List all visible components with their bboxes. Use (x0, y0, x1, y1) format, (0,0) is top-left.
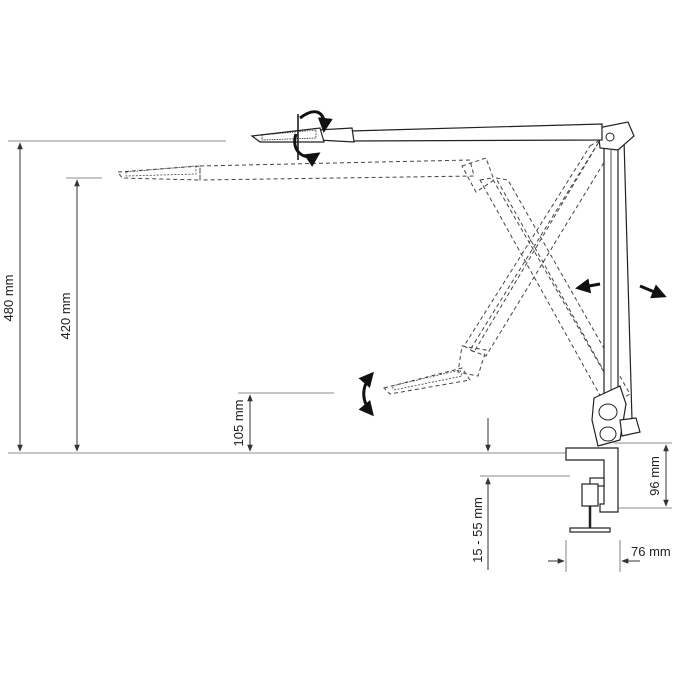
dimension-clamp-range: 15 - 55 mm (470, 418, 570, 570)
push-arrow-icon (575, 278, 601, 294)
lamp-main-position (250, 121, 641, 447)
dimension-105-label: 105 mm (231, 400, 246, 447)
pull-arrow-icon (639, 284, 667, 299)
rotation-arrow-icon (293, 110, 333, 167)
dimension-420: 420 mm (58, 179, 80, 452)
dimension-96: 96 mm (614, 442, 672, 509)
arm-alternate-positions (117, 139, 631, 407)
dimension-96-label: 96 mm (647, 456, 662, 496)
dimension-420-label: 420 mm (58, 293, 73, 340)
dimension-76: 76 mm (548, 540, 671, 572)
dimension-76-label: 76 mm (631, 544, 671, 559)
vertical-tilt-arrow-icon (358, 371, 374, 417)
dimension-105: 105 mm (231, 394, 253, 452)
dimension-clamp-range-label: 15 - 55 mm (470, 497, 485, 563)
desk-clamp (565, 447, 619, 533)
dimension-480-label: 480 mm (1, 275, 16, 322)
dimension-480: 480 mm (1, 142, 23, 452)
